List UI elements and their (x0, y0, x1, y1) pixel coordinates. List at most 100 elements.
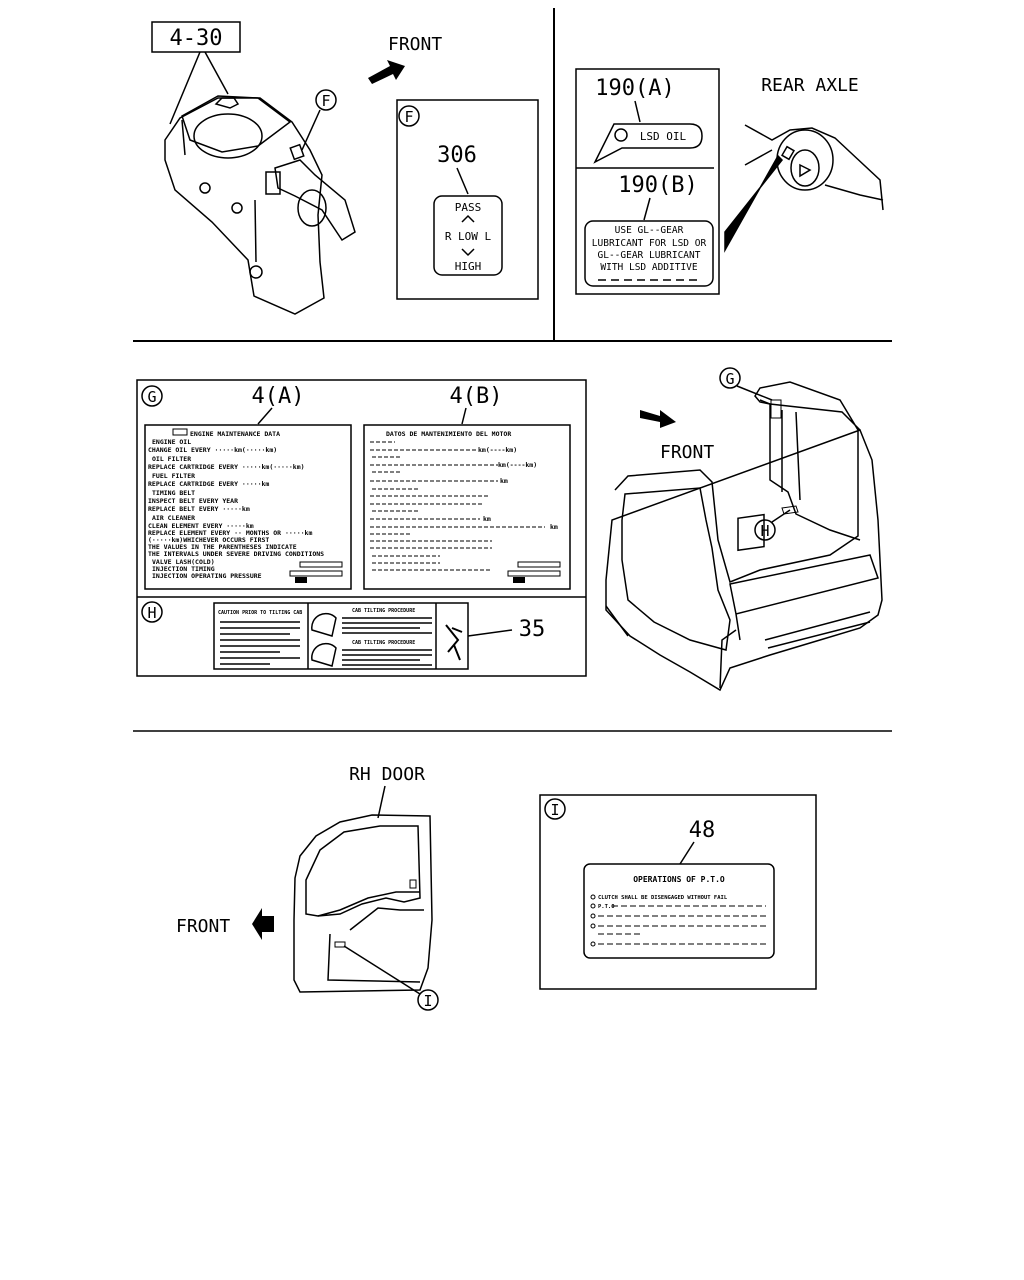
lsd-oil-text: LSD OIL (640, 130, 687, 143)
callout-h-circle (754, 519, 776, 541)
callout-h: H (760, 522, 769, 540)
rear-axle-label: REAR AXLE (761, 75, 859, 96)
lsd-line-4: WITH LSD ADDITIVE (600, 262, 698, 273)
caret-down-icon (461, 248, 475, 257)
front-arrow-icon (640, 410, 676, 428)
part-48: 48 (689, 818, 716, 843)
housing-slot (214, 97, 240, 109)
tilt-gauge-icon (311, 612, 337, 637)
label-a-line: REPLACE ELEMENT EVERY ·· MONTHS OR ·····… (148, 529, 312, 537)
door-outline (293, 814, 433, 993)
cab-illustration: FRONT G H (605, 367, 883, 692)
engine-data-label-en (144, 424, 352, 590)
door-handle (409, 879, 417, 889)
leader-line (257, 407, 273, 425)
bullet-icon (590, 941, 596, 947)
tag-hole (614, 128, 628, 142)
lsd-line-3: GL--GEAR LUBRICANT (598, 250, 701, 261)
leader-line (461, 407, 467, 425)
leader-line (679, 841, 695, 865)
panel-switch-housing: 4-30 FRONT F (151, 21, 442, 315)
part-190b: 190(B) (618, 173, 697, 198)
panel-gh-frame (136, 379, 587, 677)
label-a-line: ENGINE OIL (152, 438, 191, 446)
label-a-line: OIL FILTER (152, 455, 191, 463)
pto-label (583, 863, 775, 959)
label-b-km: km (550, 523, 558, 531)
dimmer-label (433, 195, 503, 276)
label-b-title: DATOS DE MANTENIMIENTO DEL MOTOR (386, 430, 511, 438)
panel-h-letter-circle (141, 601, 163, 623)
label-b-km: km (500, 477, 508, 485)
stalk-end (297, 189, 327, 227)
pto-line-2: P.T.O (598, 904, 615, 910)
proc-lines (342, 617, 432, 666)
cab-bumper (729, 554, 879, 649)
label-a-line: VALVE LASH(COLD) (152, 558, 215, 566)
part-4a: 4(A) (252, 384, 305, 409)
bullet-icon (590, 923, 596, 929)
label-a-line: CHANGE OIL EVERY ·····km(·····km) (148, 446, 277, 454)
label-h-location (781, 505, 799, 515)
label-b-km: km(----km) (478, 446, 517, 454)
cab-lower (605, 605, 737, 689)
leader-line (343, 945, 421, 995)
caret-up-icon (461, 214, 475, 223)
part-number: 306 (437, 143, 477, 168)
front-label: FRONT (388, 34, 442, 55)
callout-i: I (423, 992, 432, 1010)
housing-bore (193, 113, 263, 159)
checkbox-icon (172, 428, 188, 436)
label-a-block (289, 570, 343, 577)
leader-line (169, 51, 201, 125)
door-trim (317, 891, 424, 931)
part-190a: 190(A) (595, 76, 674, 101)
label-a-line: THE INTERVALS UNDER SEVERE DRIVING CONDI… (148, 550, 324, 558)
panel-g-letter-circle (141, 385, 163, 407)
housing-hole (199, 182, 211, 194)
leader-line (467, 629, 513, 637)
label-a-title: ENGINE MAINTENANCE DATA (190, 430, 280, 438)
part-4b: 4(B) (450, 384, 503, 409)
cab-headlight (737, 513, 765, 552)
leader-line (456, 167, 469, 195)
label-b-km: km(----km) (498, 461, 537, 469)
label-a-line: TIMING BELT (152, 489, 195, 497)
cab-back-edge (781, 410, 801, 501)
lsd-line-1: USE GL--GEAR (615, 225, 684, 236)
panel-f-letter-circle (398, 105, 420, 127)
label-b-block (517, 561, 561, 568)
axle-diff-inner (790, 149, 820, 187)
dimmer-pass: PASS (455, 201, 482, 214)
part-ref-box (151, 21, 241, 53)
callout-f-circle (315, 89, 337, 111)
panel-g-letter: G (147, 388, 156, 406)
label-f-location (289, 143, 305, 161)
label-a-line: INJECTION TIMING (152, 565, 215, 573)
callout-g-circle (719, 367, 741, 389)
axle-plug (799, 163, 812, 178)
caution-title: CAUTION PRIOR TO TILTING CAB (218, 610, 302, 616)
label-b-km: km (483, 515, 491, 523)
part-35: 35 (519, 617, 546, 642)
label-a-line: INSPECT BELT EVERY YEAR (148, 497, 238, 505)
lsd-instruction-label (584, 220, 714, 287)
housing-tab (265, 171, 281, 195)
label-a-line: AIR CLEANER (152, 514, 195, 522)
label-b-block (513, 577, 525, 583)
pto-title: OPERATIONS OF P.T.O (633, 875, 725, 884)
label-a-line: FUEL FILTER (152, 472, 195, 480)
proc-1-title: CAB TILTING PROCEDURE (352, 608, 415, 614)
bullet-icon (590, 894, 596, 900)
housing-edge (254, 199, 257, 263)
label-b-block (507, 570, 561, 577)
engine-data-label-es (363, 424, 571, 590)
tilt-gauge-icon (311, 642, 337, 667)
door-illustration: RH DOOR FRONT I (176, 764, 439, 1011)
label-a-block (295, 577, 307, 583)
panel-i-letter: I (550, 801, 559, 819)
leader-line (643, 197, 651, 221)
cab-door-opening (621, 487, 731, 651)
label-a-line: REPLACE CARTRIDGE EVERY ·····km(·····km) (148, 463, 305, 471)
